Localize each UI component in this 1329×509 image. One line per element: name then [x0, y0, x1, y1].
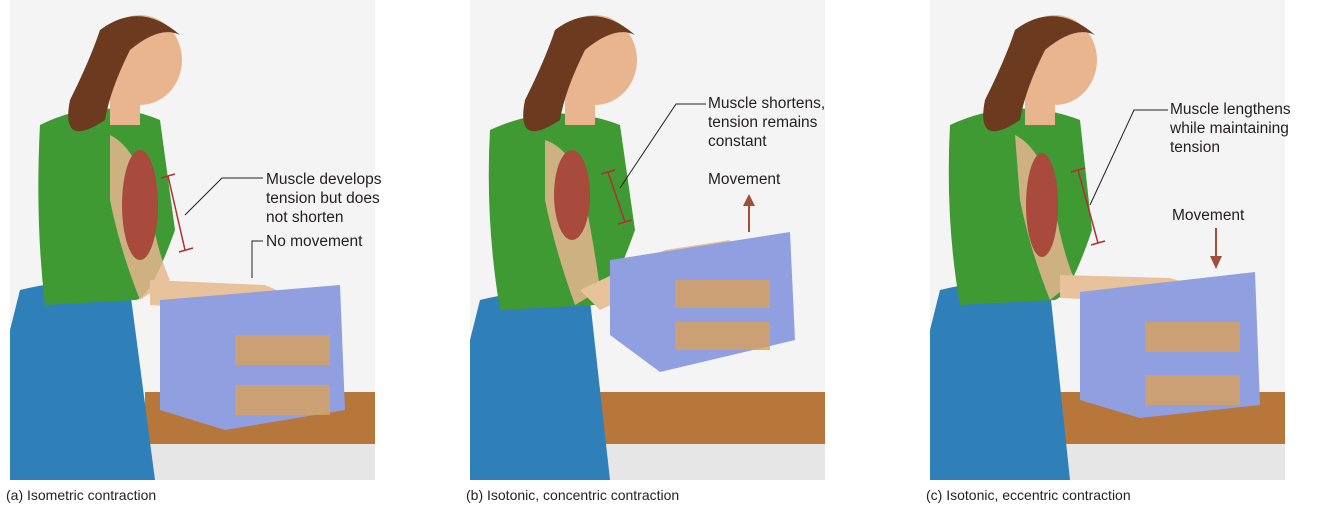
pants [930, 283, 1070, 481]
crate-contents-bottom [675, 322, 770, 350]
pants [470, 293, 610, 481]
panel-eccentric: Muscle lengthens while maintaining tensi… [920, 0, 1329, 509]
movement-note-eccentric: Movement [1172, 206, 1244, 225]
table-shadow [145, 444, 375, 480]
table [600, 392, 825, 444]
table-shadow [600, 444, 825, 480]
panel-isometric: Muscle develops tension but does not sho… [0, 0, 440, 509]
eccentric-illustration [920, 0, 1329, 509]
muscle-note-concentric: Muscle shortens, tension remains constan… [708, 94, 825, 151]
crate-contents-bottom [235, 385, 330, 415]
biceps-muscle [122, 150, 158, 260]
muscle-note-isometric: Muscle develops tension but does not sho… [266, 170, 381, 227]
caption-concentric: (b) Isotonic, concentric contraction [466, 486, 679, 504]
crate-contents-top [1145, 322, 1240, 352]
muscle-note-eccentric: Muscle lengthens while maintaining tensi… [1170, 100, 1291, 157]
crate-contents-top [235, 335, 330, 365]
biceps-muscle [554, 150, 590, 240]
isometric-illustration [0, 0, 440, 509]
caption-isometric: (a) Isometric contraction [6, 486, 156, 504]
movement-note-concentric: Movement [708, 170, 780, 189]
biceps-muscle [1026, 153, 1058, 257]
caption-eccentric: (c) Isotonic, eccentric contraction [926, 486, 1131, 504]
panel-concentric: Muscle shortens, tension remains constan… [460, 0, 900, 509]
crate-contents-bottom [1145, 375, 1240, 405]
table-shadow [1060, 444, 1285, 480]
concentric-illustration [460, 0, 900, 509]
crate-contents-top [675, 280, 770, 308]
movement-note-isometric: No movement [266, 232, 362, 251]
